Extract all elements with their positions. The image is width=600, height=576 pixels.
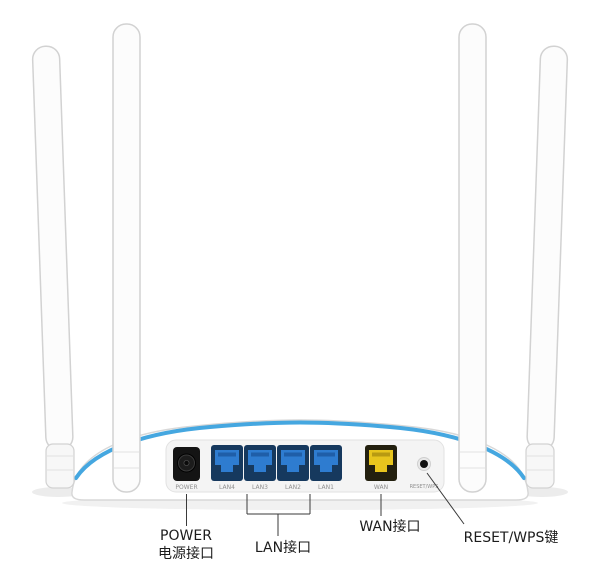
reset-button xyxy=(417,457,431,471)
antenna-inner-left xyxy=(112,23,141,493)
lan3-silkscreen: LAN2 xyxy=(285,484,301,491)
reset-callout-label: RESET/WPS键 xyxy=(463,530,559,546)
reset-callout-line xyxy=(426,472,465,525)
power-callout-line1: POWER xyxy=(160,528,212,544)
lan-port-1 xyxy=(211,445,243,481)
lan1-silkscreen: LAN4 xyxy=(219,484,235,491)
antenna-outer-left xyxy=(31,45,75,489)
lan4-silkscreen: LAN1 xyxy=(318,484,334,491)
wan-callout-label: WAN接口 xyxy=(359,519,421,535)
lan-port-3 xyxy=(277,445,309,481)
lan-port-4 xyxy=(310,445,342,481)
antenna-shadow-left xyxy=(32,487,84,497)
accent-stripe xyxy=(74,420,526,480)
lan-callout-label: LAN接口 xyxy=(254,540,312,556)
antenna-hinge xyxy=(525,443,555,489)
wan-silkscreen: WAN xyxy=(374,484,388,491)
power-callout-label: POWER 电源接口 xyxy=(136,527,236,563)
power-jack xyxy=(173,447,200,481)
lan-port-2 xyxy=(244,445,276,481)
lan2-silkscreen: LAN3 xyxy=(252,484,268,491)
antenna-inner-right xyxy=(458,23,487,493)
wan-port xyxy=(365,445,397,481)
antenna-hinge xyxy=(45,443,75,489)
reset-silkscreen: RESET/WPS xyxy=(410,484,439,490)
antenna-outer-right xyxy=(525,45,569,489)
power-callout-line2: 电源接口 xyxy=(158,546,214,562)
lan-callout-bracket xyxy=(246,494,311,536)
power-port-silkscreen: POWER xyxy=(175,484,197,491)
antenna-shadow-right xyxy=(516,487,568,497)
